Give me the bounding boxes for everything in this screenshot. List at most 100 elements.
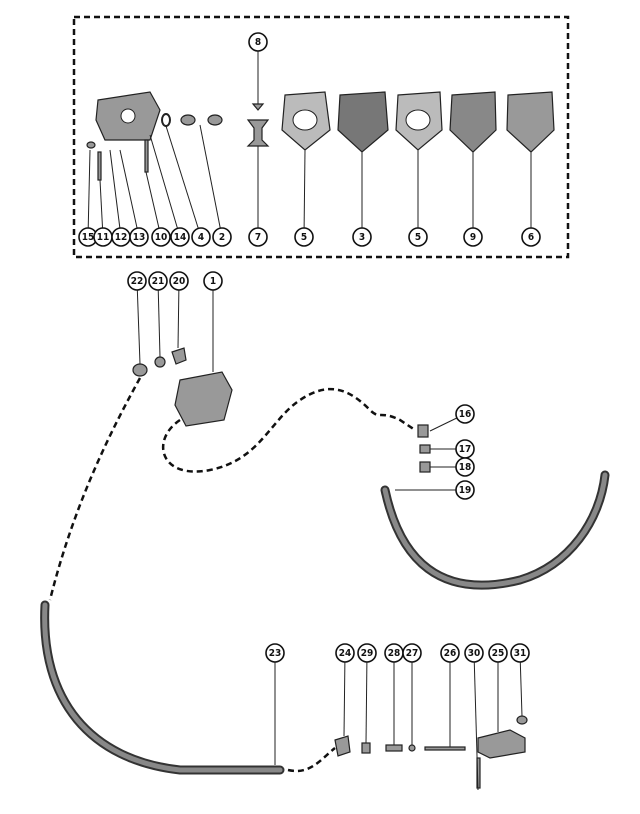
callout-number: 22: [131, 276, 144, 287]
leader-line: [119, 149, 140, 238]
part-callout: 9: [463, 227, 483, 247]
callout-number: 31: [514, 648, 527, 659]
leader-line: [145, 171, 162, 238]
part-callout: 6: [521, 227, 541, 247]
part-callout: 19: [455, 480, 475, 500]
fitting-part: [361, 742, 371, 754]
part-callout: 2: [212, 227, 232, 247]
leader-line: [303, 149, 306, 238]
leader-line: [109, 149, 122, 238]
cover-gasket-part: [506, 91, 555, 153]
callout-number: 21: [152, 276, 165, 287]
callout-number: 3: [359, 232, 365, 243]
leader-line: [177, 280, 180, 349]
callout-number: 23: [269, 648, 282, 659]
screw-part: [97, 151, 102, 181]
callout-number: 12: [115, 232, 128, 243]
part-callout: 8: [248, 32, 268, 52]
seal-part: [207, 114, 223, 126]
gasket-part: [281, 91, 331, 151]
pump-cover-part: [95, 91, 161, 141]
callout-number: 19: [459, 485, 472, 496]
part-callout: 22: [127, 271, 147, 291]
callout-number: 24: [339, 648, 352, 659]
callout-number: 16: [459, 409, 472, 420]
callout-number: 8: [255, 37, 261, 48]
part-callout: 10: [151, 227, 171, 247]
fuel-line-dashed: [48, 377, 142, 601]
callout-number: 26: [444, 648, 457, 659]
sleeve-part: [419, 461, 431, 473]
rivet-part: [251, 103, 265, 111]
fitting-part: [154, 356, 166, 368]
nut-part: [419, 444, 431, 454]
leader-line: [365, 652, 368, 744]
leader-line: [199, 124, 223, 238]
callout-number: 27: [406, 648, 419, 659]
fuel-line-dashed: [287, 747, 336, 773]
ball-part: [408, 744, 416, 752]
part-callout: 29: [357, 643, 377, 663]
leader-line: [136, 280, 141, 365]
leader-line: [343, 652, 346, 737]
callout-number: 17: [459, 444, 472, 455]
fitting-part: [132, 363, 148, 377]
leader-line: [157, 280, 161, 358]
part-callout: 21: [148, 271, 168, 291]
nut-part: [86, 141, 96, 149]
fuel-hose-left: [40, 600, 285, 775]
elbow-fitting-part: [334, 735, 351, 757]
bolt-part: [476, 757, 481, 789]
callout-number: 20: [173, 276, 186, 287]
callout-number: 15: [82, 232, 95, 243]
part-callout: 4: [191, 227, 211, 247]
callout-number: 5: [415, 232, 421, 243]
part-callout: 16: [455, 404, 475, 424]
part-callout: 13: [129, 227, 149, 247]
callout-number: 4: [198, 232, 204, 243]
part-callout: 27: [402, 643, 422, 663]
valve-body-part: [477, 729, 526, 759]
part-callout: 28: [384, 643, 404, 663]
fuel-hose-right: [380, 470, 610, 590]
part-callout: 11: [93, 227, 113, 247]
callout-number: 25: [492, 648, 505, 659]
part-callout: 3: [352, 227, 372, 247]
kit-box-outline: [72, 15, 570, 259]
fitting-part: [417, 424, 429, 438]
diaphragm-part: [449, 91, 497, 153]
callout-number: 10: [155, 232, 168, 243]
part-callout: 5: [294, 227, 314, 247]
rod-part: [424, 746, 466, 751]
part-callout: 18: [455, 457, 475, 477]
callout-number: 7: [255, 232, 261, 243]
leader-line: [473, 652, 479, 791]
callout-number: 14: [174, 232, 187, 243]
part-callout: 20: [169, 271, 189, 291]
part-callout: 25: [488, 643, 508, 663]
callout-number: 29: [361, 648, 374, 659]
leader-line: [149, 134, 181, 238]
screw-part: [144, 139, 149, 173]
callout-number: 2: [219, 232, 225, 243]
part-callout: 14: [170, 227, 190, 247]
leader-line: [87, 149, 91, 238]
callout-number: 5: [301, 232, 307, 243]
fuel-line-dashed: [162, 387, 416, 473]
part-callout: 26: [440, 643, 460, 663]
fuel-pump-body-part: [174, 371, 233, 427]
part-callout: 17: [455, 439, 475, 459]
callout-number: 30: [468, 648, 481, 659]
callout-number: 28: [388, 648, 401, 659]
diaphragm-part: [337, 91, 389, 153]
callout-number: 11: [97, 232, 110, 243]
part-callout: 12: [111, 227, 131, 247]
part-callout: 23: [265, 643, 285, 663]
callout-number: 1: [210, 276, 216, 287]
callout-number: 13: [133, 232, 146, 243]
o-ring-part: [161, 113, 171, 127]
leader-line: [519, 652, 523, 717]
nut-part: [516, 715, 528, 725]
washer-part: [180, 114, 196, 126]
